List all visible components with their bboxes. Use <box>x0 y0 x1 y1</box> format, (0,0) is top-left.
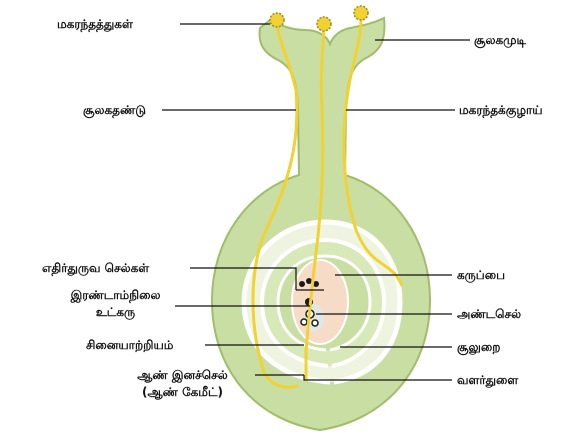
label-secondary-nucleus-line1: இரண்டாம்நிலை <box>58 288 173 302</box>
label-stigma: சூலகமுடி <box>474 33 526 47</box>
pollen-grain <box>270 13 284 27</box>
label-synergids: சினையாற்றியம் <box>86 338 173 352</box>
label-secondary-nucleus-line2: உட்கரு <box>58 305 173 319</box>
label-male-gamete: ஆண் இனச்செல் (ஆண் கேமீட்) <box>110 368 255 399</box>
synergid-nucleus <box>312 320 318 326</box>
embryo-sac <box>292 260 348 344</box>
synergid-nucleus <box>301 319 307 325</box>
antipodal-nucleus <box>299 281 305 287</box>
label-ovule: சூலுறை <box>457 340 500 354</box>
label-micropyle: வளர்துளை <box>457 373 518 387</box>
pollen-grain <box>354 6 368 20</box>
label-male-gamete-line2: (ஆண் கேமீட்) <box>110 385 255 399</box>
label-ovary: கருப்பை <box>457 268 505 282</box>
label-pollen-tube: மகரந்தக்குழாய் <box>459 103 543 117</box>
label-secondary-nucleus: இரண்டாம்நிலை உட்கரு <box>58 288 173 319</box>
label-egg-cell: அண்டசெல் <box>457 307 521 321</box>
label-antipodal-cells: எதிர்துருவ செல்கள் <box>42 261 149 275</box>
label-style: சூலகதண்டு <box>83 103 146 117</box>
label-pollen-grains: மகரந்தத்துகள் <box>57 17 133 31</box>
pollen-grain <box>317 17 331 31</box>
label-male-gamete-line1: ஆண் இனச்செல் <box>110 368 255 382</box>
